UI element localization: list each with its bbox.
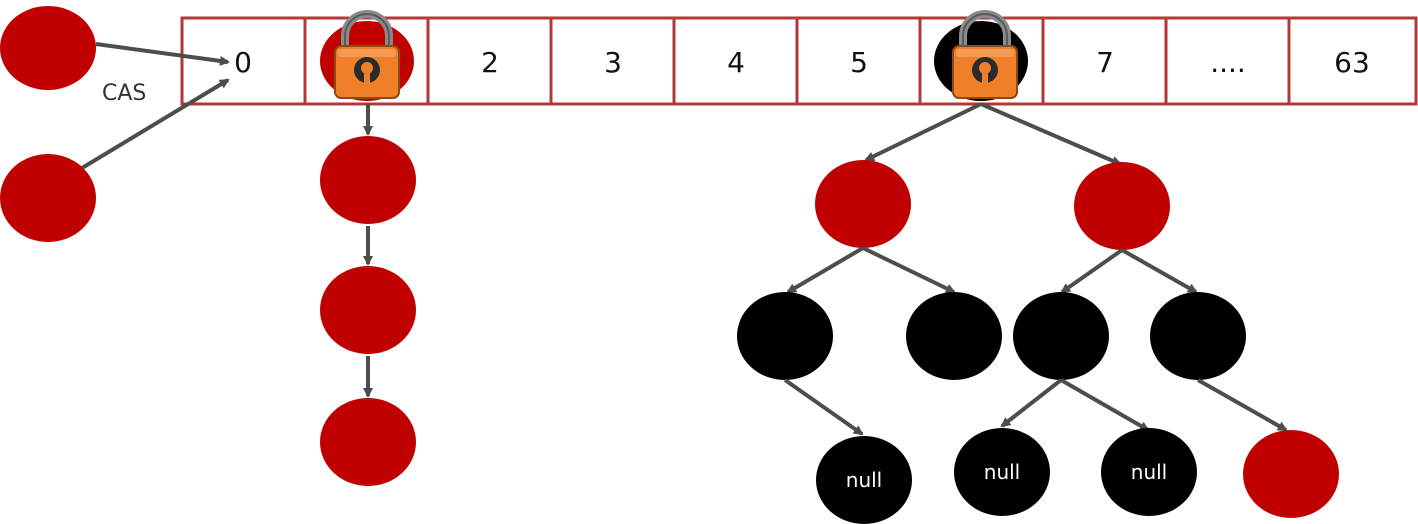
tree-node-red bbox=[1074, 162, 1170, 250]
bucket-cell-7 bbox=[1041, 16, 1168, 106]
bucket-cell-5 bbox=[795, 16, 922, 106]
null-label: null bbox=[984, 460, 1020, 484]
padlock-icon bbox=[952, 10, 1018, 99]
tree-leaf-null bbox=[1101, 428, 1197, 516]
tree-node-red bbox=[815, 160, 911, 248]
bucket-label-0: 0 bbox=[234, 46, 252, 79]
cas-label: CAS bbox=[102, 81, 146, 106]
tree-node-black bbox=[737, 292, 833, 380]
cas-thread-node-2 bbox=[0, 154, 96, 242]
bucket-label-9: 63 bbox=[1334, 46, 1370, 79]
bucket-array: 0 2 3 4 5 7 .... 63 bbox=[180, 16, 1418, 106]
bucket-label-2: 2 bbox=[481, 46, 499, 79]
bucket-cell-0 bbox=[180, 16, 307, 106]
cas-arrow-1 bbox=[95, 42, 230, 66]
list-node bbox=[320, 398, 416, 486]
bucket-label-5: 5 bbox=[850, 46, 868, 79]
bucket-cell-4 bbox=[672, 16, 799, 106]
tree-node-black bbox=[1013, 292, 1109, 380]
list-node bbox=[320, 266, 416, 354]
tree-edge bbox=[786, 246, 865, 294]
null-label: null bbox=[846, 468, 882, 492]
bucket-label-7: 7 bbox=[1096, 46, 1114, 79]
tree-node-red bbox=[1243, 430, 1339, 518]
tree-edge bbox=[1121, 248, 1198, 294]
list-node bbox=[320, 136, 416, 224]
bucket-cell-2 bbox=[426, 16, 553, 106]
red-black-tree: null null null bbox=[737, 102, 1339, 524]
tree-node-black bbox=[1150, 292, 1246, 380]
tree-leaf-null bbox=[954, 428, 1050, 516]
tree-edge bbox=[864, 102, 982, 162]
tree-edge bbox=[1000, 378, 1063, 428]
cas-thread-node-1 bbox=[0, 6, 96, 90]
tree-node-black bbox=[906, 292, 1002, 380]
bucket-label-8: .... bbox=[1210, 46, 1246, 79]
tree-edge bbox=[783, 378, 864, 436]
tree-edge bbox=[980, 102, 1122, 166]
padlock-icon bbox=[334, 10, 400, 99]
bucket-label-4: 4 bbox=[727, 46, 745, 79]
bucket-label-3: 3 bbox=[604, 46, 622, 79]
tree-edge bbox=[1197, 378, 1288, 432]
null-label: null bbox=[1131, 460, 1167, 484]
cas-arrow-2 bbox=[80, 78, 230, 170]
tree-edge bbox=[1060, 378, 1150, 432]
tree-edge bbox=[862, 246, 956, 294]
bucket-cell-8 bbox=[1164, 16, 1291, 106]
bucket-cell-9 bbox=[1287, 16, 1418, 106]
tree-edge bbox=[1060, 248, 1124, 294]
linked-list bbox=[320, 104, 416, 486]
tree-leaf-null bbox=[816, 436, 912, 524]
